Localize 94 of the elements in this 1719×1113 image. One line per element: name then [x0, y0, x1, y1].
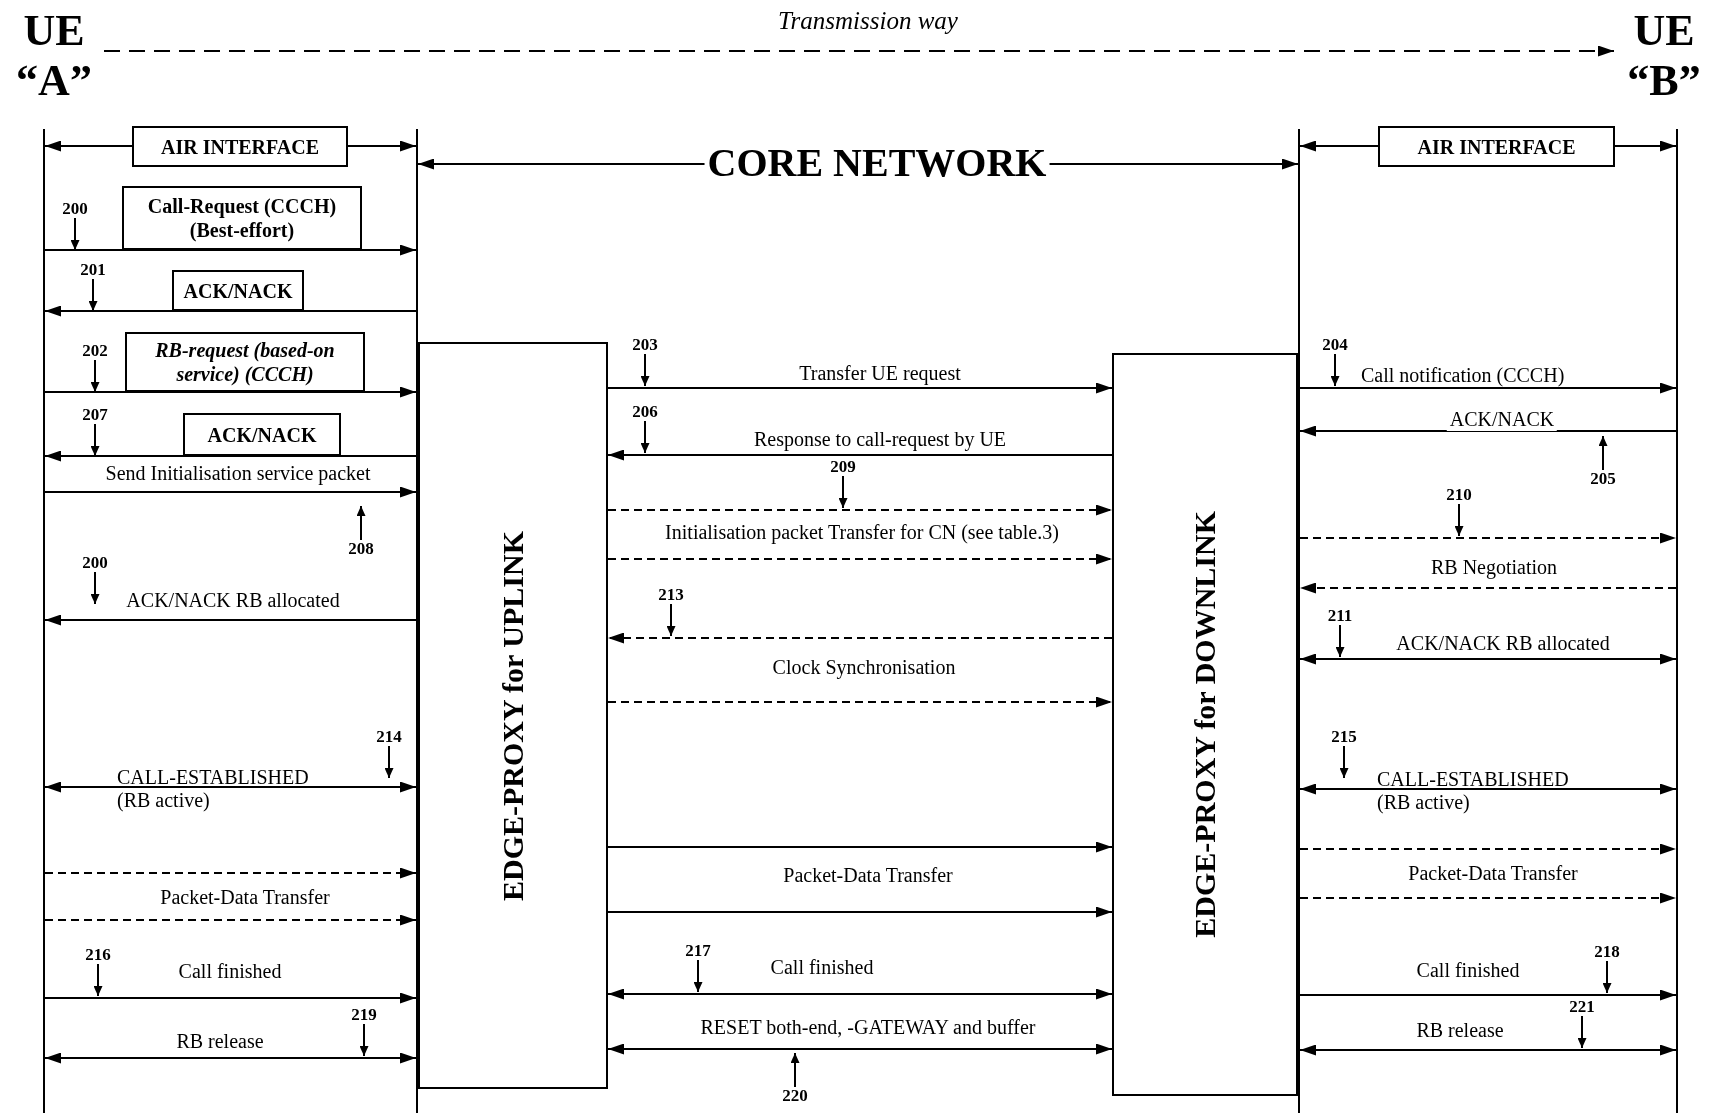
edge-label: Call notification (CCCH) — [1360, 364, 1566, 387]
callout-number: 214 — [371, 728, 407, 746]
leader-arrow — [384, 745, 394, 779]
arrow — [44, 867, 417, 879]
arrow — [1299, 1044, 1677, 1056]
arrow — [1299, 425, 1677, 437]
arrow — [1299, 532, 1677, 544]
arrow — [44, 486, 417, 498]
callout-number: 204 — [1317, 336, 1353, 354]
message-label-box: ACK/NACK — [183, 413, 341, 456]
edge-label: CALL-ESTABLISHED (RB active) — [116, 766, 310, 812]
leader-arrow — [790, 1052, 800, 1088]
leader-arrow — [1330, 353, 1340, 387]
leader-arrow — [90, 571, 100, 605]
leader-arrow — [640, 353, 650, 387]
arrow — [44, 244, 417, 256]
arrow — [607, 553, 1113, 565]
arrow — [607, 988, 1113, 1000]
arrow — [607, 449, 1113, 461]
message-label-box: RB-request (based-on service) (CCCH) — [125, 332, 365, 392]
callout-number: 200 — [77, 554, 113, 572]
arrow — [44, 386, 417, 398]
message-label-box: AIR INTERFACE — [1378, 126, 1615, 167]
callout-number: 218 — [1589, 943, 1625, 961]
arrow — [44, 1052, 417, 1064]
arrow — [44, 305, 417, 317]
participant-label: UE “A” — [4, 6, 104, 106]
leader-arrow — [90, 359, 100, 393]
arrow — [44, 614, 417, 626]
arrow — [1299, 843, 1677, 855]
message-label-box: AIR INTERFACE — [132, 126, 348, 167]
leader-arrow — [693, 959, 703, 993]
callout-number: 200 — [57, 200, 93, 218]
callout-number: 213 — [653, 586, 689, 604]
lifeline — [1676, 129, 1678, 1113]
arrow — [607, 1043, 1113, 1055]
callout-number: 206 — [627, 403, 663, 421]
participant-label: UE “B” — [1614, 6, 1714, 106]
arrow — [44, 450, 417, 462]
callout-number: 210 — [1441, 486, 1477, 504]
arrow — [607, 841, 1113, 853]
arrow — [607, 382, 1113, 394]
arrow — [103, 45, 1615, 57]
leader-arrow — [1577, 1015, 1587, 1049]
lifeline — [1298, 129, 1300, 1113]
callout-number: 205 — [1585, 470, 1621, 488]
arrow — [1299, 892, 1677, 904]
callout-number: 216 — [80, 946, 116, 964]
callout-number: 211 — [1322, 607, 1358, 625]
arrow — [1299, 653, 1677, 665]
arrow — [1299, 582, 1677, 594]
arrow — [44, 781, 417, 793]
arrow — [607, 632, 1113, 644]
leader-arrow — [70, 217, 80, 251]
callout-number: 202 — [77, 342, 113, 360]
callout-number: 209 — [825, 458, 861, 476]
message-label-box: ACK/NACK — [172, 270, 304, 311]
leader-arrow — [1339, 745, 1349, 779]
arrow — [607, 504, 1113, 516]
leader-arrow — [1598, 435, 1608, 471]
callout-number: 215 — [1326, 728, 1362, 746]
proxy-box: EDGE-PROXY for UPLINK — [418, 342, 608, 1089]
arrow — [1299, 989, 1677, 1001]
leader-arrow — [666, 603, 676, 637]
leader-arrow — [90, 423, 100, 457]
callout-number: 219 — [346, 1006, 382, 1024]
edge-label: CALL-ESTABLISHED (RB active) — [1376, 768, 1570, 814]
leader-arrow — [359, 1023, 369, 1057]
leader-arrow — [1602, 960, 1612, 994]
callout-number: 208 — [343, 540, 379, 558]
lifeline — [416, 129, 418, 1113]
arrow — [44, 992, 417, 1004]
arrow — [607, 906, 1113, 918]
proxy-box: EDGE-PROXY for DOWNLINK — [1112, 353, 1298, 1096]
callout-number: 203 — [627, 336, 663, 354]
callout-number: 207 — [77, 406, 113, 424]
arrow — [607, 696, 1113, 708]
callout-number: 220 — [777, 1087, 813, 1105]
lifeline — [43, 129, 45, 1113]
message-label-box: Call-Request (CCCH) (Best-effort) — [122, 186, 362, 250]
arrow — [44, 914, 417, 926]
callout-number: 217 — [680, 942, 716, 960]
leader-arrow — [838, 475, 848, 509]
arrow — [1299, 783, 1677, 795]
edge-label: Transfer UE request — [796, 362, 964, 385]
leader-arrow — [1335, 624, 1345, 658]
leader-arrow — [640, 420, 650, 454]
callout-number: 221 — [1564, 998, 1600, 1016]
leader-arrow — [1454, 503, 1464, 537]
arrow — [1299, 382, 1677, 394]
leader-arrow — [93, 963, 103, 997]
leader-arrow — [88, 278, 98, 312]
callout-number: 201 — [75, 261, 111, 279]
leader-arrow — [356, 505, 366, 541]
